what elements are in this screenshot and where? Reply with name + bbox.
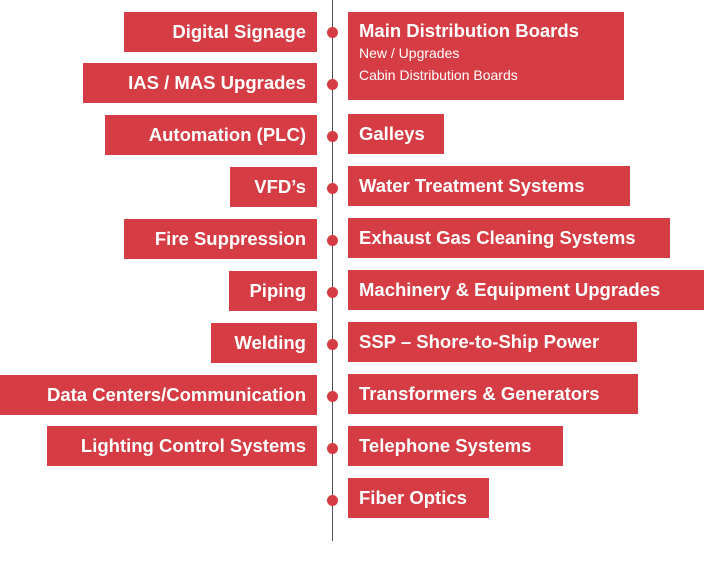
- left-tag-vfds: VFD’s: [230, 167, 317, 207]
- timeline-dot: [327, 287, 338, 298]
- left-tag-lighting-control: Lighting Control Systems: [47, 426, 317, 466]
- right-tag-ssp: SSP – Shore-to-Ship Power: [348, 322, 637, 362]
- right-tag-telephone: Telephone Systems: [348, 426, 563, 466]
- right-tag-transformers: Transformers & Generators: [348, 374, 638, 414]
- right-tag-main-distribution-boards: Main Distribution Boards New / Upgrades …: [348, 12, 624, 100]
- left-tag-fire-suppression: Fire Suppression: [124, 219, 317, 259]
- tag-title: Main Distribution Boards: [359, 20, 579, 41]
- timeline-line: [332, 0, 333, 541]
- timeline-dot: [327, 339, 338, 350]
- right-tag-machinery: Machinery & Equipment Upgrades: [348, 270, 704, 310]
- left-tag-data-centers: Data Centers/Communication: [0, 375, 317, 415]
- timeline-dot: [327, 79, 338, 90]
- tag-subtitle: New / Upgrades: [359, 45, 460, 61]
- left-tag-digital-signage: Digital Signage: [124, 12, 317, 52]
- right-tag-galleys: Galleys: [348, 114, 444, 154]
- tag-subtitle: Cabin Distribution Boards: [359, 67, 518, 83]
- timeline-dot: [327, 391, 338, 402]
- right-tag-fiber-optics: Fiber Optics: [348, 478, 489, 518]
- left-tag-welding: Welding: [211, 323, 317, 363]
- timeline-dot: [327, 443, 338, 454]
- timeline-dot: [327, 235, 338, 246]
- timeline-dot: [327, 183, 338, 194]
- left-tag-ias-mas-upgrades: IAS / MAS Upgrades: [83, 63, 317, 103]
- right-tag-water-treatment: Water Treatment Systems: [348, 166, 630, 206]
- right-tag-exhaust-gas: Exhaust Gas Cleaning Systems: [348, 218, 670, 258]
- left-tag-automation-plc: Automation (PLC): [105, 115, 317, 155]
- left-tag-piping: Piping: [229, 271, 317, 311]
- timeline-dot: [327, 131, 338, 142]
- timeline-dot: [327, 27, 338, 38]
- timeline-dot: [327, 495, 338, 506]
